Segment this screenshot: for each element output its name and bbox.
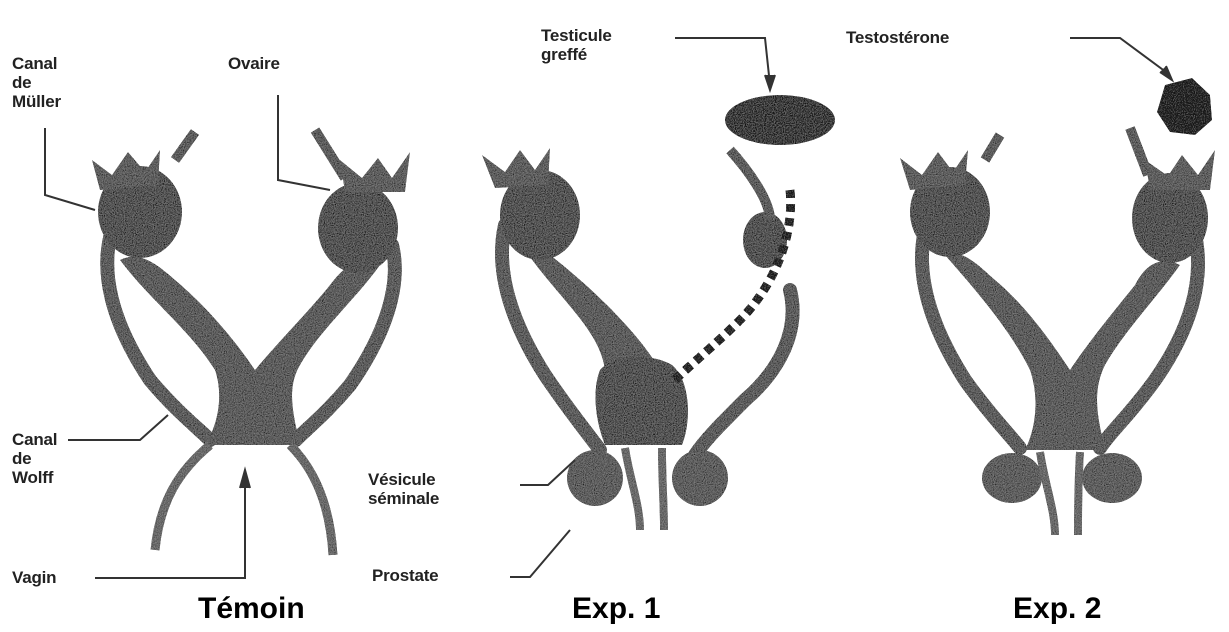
exp2-pavilion-left bbox=[900, 150, 968, 190]
exp1-muller-duct-left bbox=[525, 250, 660, 370]
caption-exp1: Exp. 1 bbox=[572, 592, 660, 626]
temoin-pavilion-right bbox=[340, 152, 410, 192]
temoin-oviduct-left bbox=[175, 132, 195, 160]
temoin-pavilion-left bbox=[92, 150, 160, 190]
exp2-vesicle-left bbox=[982, 453, 1042, 503]
label-canal-muller: Canal de Müller bbox=[12, 54, 61, 111]
exp1-prostate bbox=[625, 448, 640, 530]
label-vesicule-seminale: Vésicule séminale bbox=[368, 470, 439, 508]
exp1-diagram bbox=[482, 95, 835, 530]
exp2-oviduct-left bbox=[985, 135, 1000, 160]
exp2-testosterone-pellet bbox=[1157, 78, 1212, 135]
label-testosterone: Testostérone bbox=[846, 28, 949, 47]
label-canal-wolff: Canal de Wolff bbox=[12, 430, 57, 487]
exp2-oviduct-right bbox=[1130, 128, 1148, 175]
exp2-leader-lines bbox=[1070, 38, 1172, 80]
exp1-urethra bbox=[662, 448, 664, 530]
label-testicule-greffe: Testicule greffé bbox=[541, 26, 612, 64]
temoin-ovary-right bbox=[318, 183, 398, 273]
temoin-vagina-right bbox=[290, 445, 333, 555]
temoin-muller-ducts bbox=[120, 257, 380, 445]
exp1-grafted-testis bbox=[725, 95, 835, 145]
label-vagin: Vagin bbox=[12, 568, 56, 587]
exp1-central-mass bbox=[595, 357, 688, 445]
exp2-muller-ducts bbox=[945, 253, 1180, 450]
exp1-right-tube bbox=[730, 150, 770, 220]
temoin-oviduct-right bbox=[315, 130, 345, 178]
caption-exp2: Exp. 2 bbox=[1013, 592, 1101, 626]
exp2-duct-right bbox=[1078, 452, 1080, 535]
caption-temoin: Témoin bbox=[198, 592, 305, 626]
exp1-seminal-vesicle-left bbox=[567, 450, 623, 506]
exp2-duct-left bbox=[1040, 452, 1055, 535]
exp1-seminal-vesicle-right bbox=[672, 450, 728, 506]
exp2-diagram bbox=[900, 78, 1215, 535]
exp1-wolff-duct-right bbox=[695, 290, 793, 455]
label-ovaire: Ovaire bbox=[228, 54, 280, 73]
temoin-vagina-left bbox=[155, 445, 210, 550]
exp1-pavilion bbox=[482, 148, 550, 188]
temoin-diagram bbox=[92, 130, 410, 555]
exp2-pavilion-right bbox=[1145, 150, 1215, 190]
exp2-vesicle-right bbox=[1082, 453, 1142, 503]
label-prostate: Prostate bbox=[372, 566, 438, 585]
